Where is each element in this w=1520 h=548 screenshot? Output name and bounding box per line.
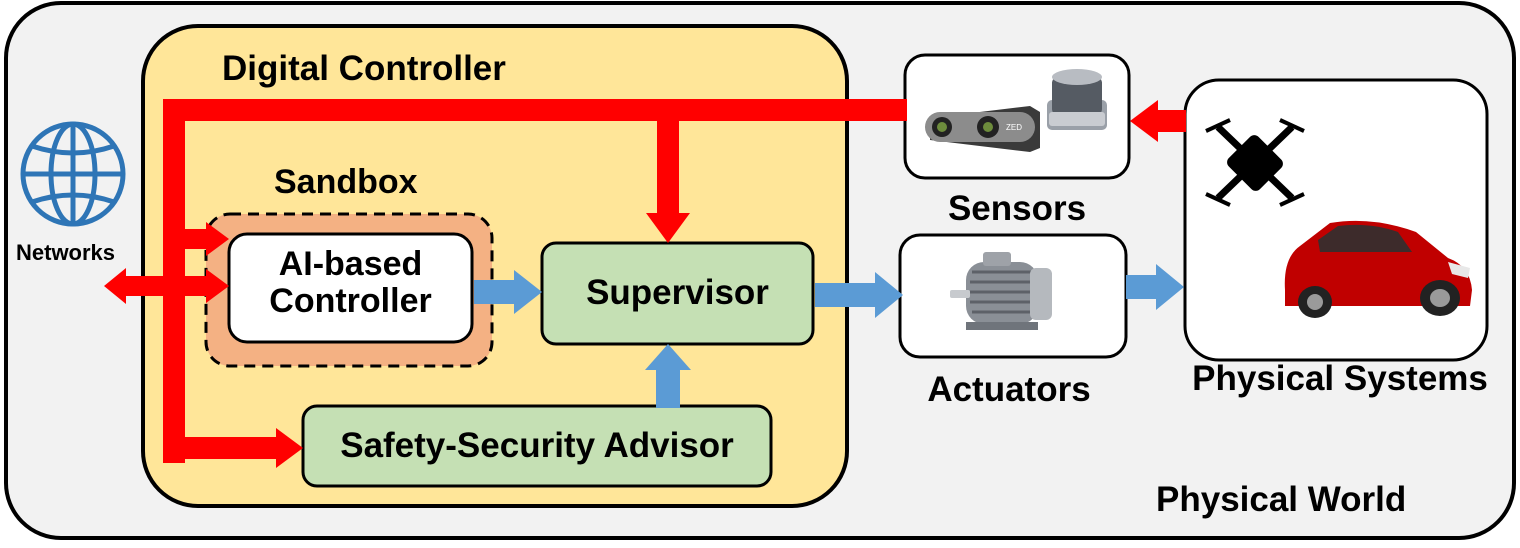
supervisor-box: [540, 241, 815, 346]
lidar-icon: [1047, 69, 1107, 130]
sensors-label: Sensors: [947, 189, 1087, 228]
ai-controller-box: [227, 232, 474, 344]
camera-brand-text: ZED: [1006, 123, 1022, 132]
red-feedback-lines: [104, 99, 1186, 468]
stereo-camera-icon: ZED: [925, 106, 1040, 152]
ai-controller-line1: AI-based: [278, 245, 423, 283]
ai-controller-line2: Controller: [269, 282, 432, 321]
sandbox-title: Sandbox: [274, 163, 418, 201]
electric-motor-icon: [950, 252, 1052, 330]
ai-controller-label: AI-based Controller: [229, 245, 472, 321]
digital-controller-title: Digital Controller: [222, 49, 506, 88]
globe-icon: [20, 121, 126, 227]
advisor-box: [301, 404, 773, 488]
drone-icon: [1205, 118, 1305, 207]
advisor-label: Safety-Security Advisor: [340, 426, 734, 465]
actuators-label: Actuators: [927, 370, 1091, 409]
physical-systems-label: Physical Systems: [1192, 359, 1488, 398]
networks-label: Networks: [16, 240, 116, 265]
physical-world-label: Physical World: [1156, 480, 1407, 519]
blue-forward-arrows: [474, 264, 1184, 408]
supervisor-label: Supervisor: [586, 273, 769, 312]
car-icon: [1284, 220, 1472, 318]
